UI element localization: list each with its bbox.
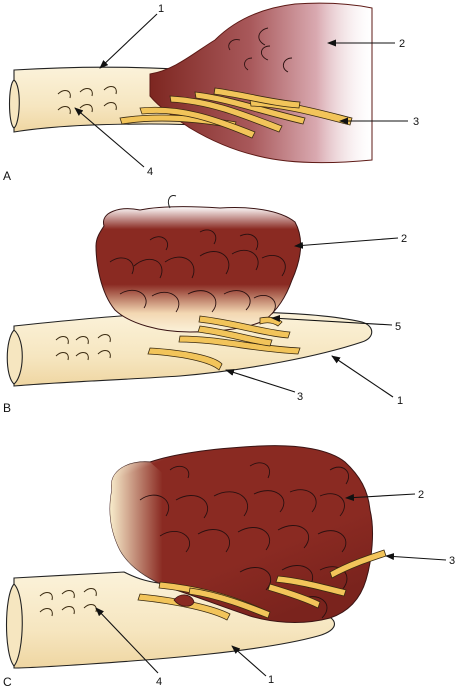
callout-label-2: 2 [418,489,424,501]
tumor-lobes [109,229,286,315]
callout-arrow-2 [294,237,399,249]
tumor-inclusion [173,594,195,607]
callout-label-3: 3 [413,116,419,128]
nerve-fibers [137,549,387,621]
callout-label-3: 3 [297,391,303,403]
callout-label-2: 2 [399,38,405,50]
nerve-cut-end [5,583,23,667]
callout-arrow-1 [231,645,267,677]
panel-label-a: A [3,169,11,183]
callout-arrow-1 [331,355,394,398]
nerve-cut-end [6,329,23,385]
callout-arrow-1 [99,13,158,69]
callout-label-1: 1 [268,674,274,686]
callout-arrow-2 [345,493,416,502]
fiber-curls [55,334,111,361]
tumor-lobes [139,462,350,619]
tumor-fade [110,461,260,616]
callout-arrow-3 [225,369,296,393]
callout-label-1: 1 [397,395,403,407]
callout-arrow-4 [74,107,145,168]
callout-label-2: 2 [401,233,407,245]
callout-label-5: 5 [395,321,401,333]
panel-label-b: B [3,401,11,415]
callout-label-4: 4 [147,166,153,178]
callout-arrow-5 [271,314,393,326]
nerve-fibers [119,87,353,139]
callout-label-4: 4 [156,676,162,688]
callout-arrow-4 [95,607,159,674]
fiber-curls [57,86,117,115]
tumor-mass [95,206,302,333]
tumor-lobes [228,27,293,73]
panel-b: 2 5 3 1 B [3,195,407,415]
callout-arrow-3 [385,553,447,561]
panel-label-c: C [3,675,12,689]
nerve-fibers [147,315,301,371]
panel-c: 2 3 1 4 C [3,445,455,689]
tumor-mass [149,2,373,164]
panel-a: 1 2 3 4 A [3,2,419,183]
nerve-cut-end [8,79,20,129]
tumor-top-lobe [167,195,177,209]
callout-label-3: 3 [449,555,455,567]
callout-label-1: 1 [158,3,164,15]
